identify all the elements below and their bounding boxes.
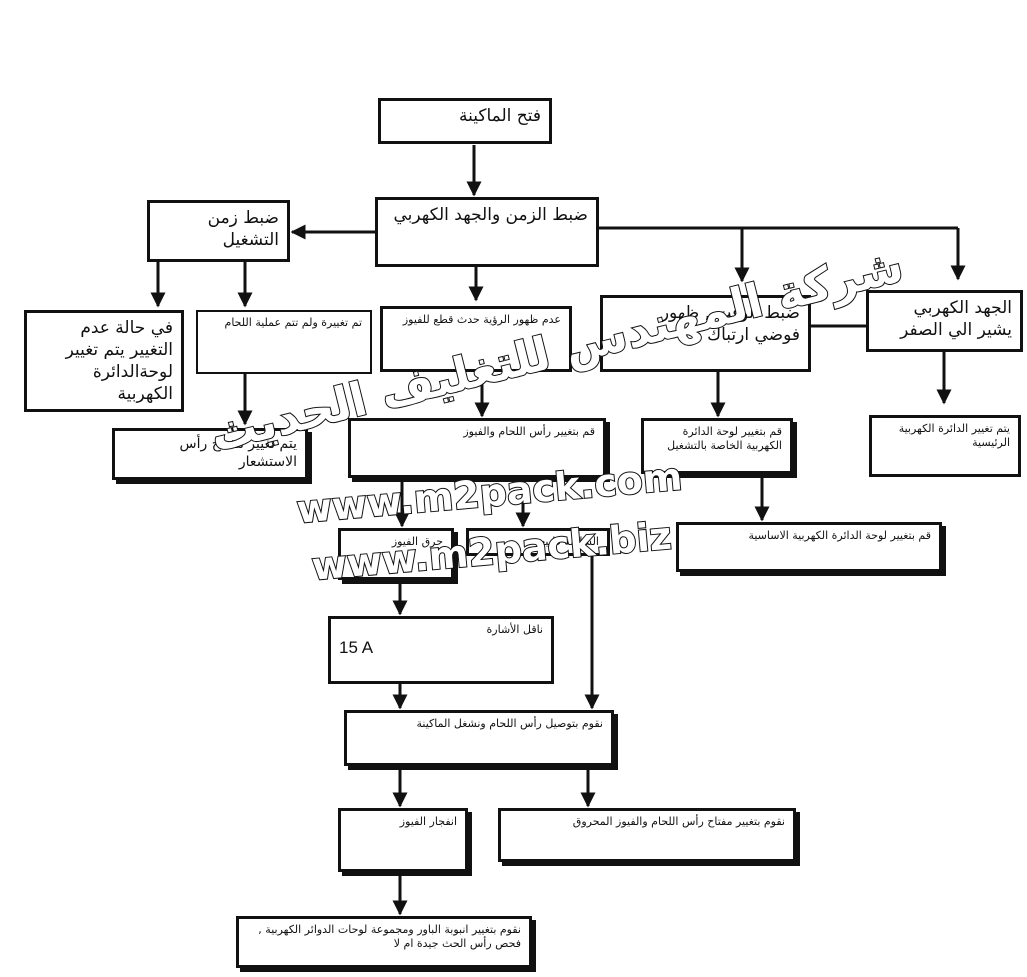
box-fuse-explosion-text: انفجار الفيوز: [399, 815, 457, 828]
box-change-burnt: نقوم بتغيير مفتاح رأس اللحام والفيوز الم…: [498, 808, 796, 862]
box-change-sensing-switch-text: يتم تغيير مفتاح رأس الاستشعار: [179, 436, 297, 471]
box-no-vision-fuse-text: عدم ظهور الرؤية حدث قطع للفيوز: [402, 313, 561, 326]
box-no-vision-fuse: عدم ظهور الرؤية حدث قطع للفيوز: [380, 306, 572, 372]
box-change-operating-board: قم بتغيير لوحة الدائرة الكهربية الخاصة ب…: [641, 418, 793, 474]
box-changed-no-welding: تم تغييرة ولم تتم عملية اللحام: [196, 310, 372, 374]
box-time-setting-chaos: ضبط الوقت , ظهور فوضي ارتباك: [600, 295, 811, 372]
box-if-no-change-text: في حالة عدم التغيير يتم تغيير لوحةالدائر…: [65, 318, 173, 405]
box-change-power-tube-text: نقوم بتغيير انبوبة الباور ومجموعة لوحات …: [258, 923, 521, 951]
box-change-basic-board-text: قم بتغيير لوحة الدائرة الكهربية الاساسية: [748, 529, 931, 542]
box-set-time-voltage: ضبط الزمن والجهد الكهربي: [375, 197, 599, 267]
box-set-time-voltage-text: ضبط الزمن والجهد الكهربي: [393, 205, 589, 225]
box-change-power-tube: نقوم بتغيير انبوبة الباور ومجموعة لوحات …: [236, 916, 532, 968]
box-screen-normal-text: الشاشة طبيعية: [530, 535, 599, 548]
signal-value: 15 A: [339, 638, 374, 658]
box-signal-transmitter-text: ناقل الأشارة: [486, 623, 543, 636]
box-set-operating-time: ضبط زمن التشغيل: [147, 200, 290, 262]
box-change-basic-board: قم بتغيير لوحة الدائرة الكهربية الاساسية: [676, 522, 942, 572]
box-change-welding-head-text: قم بتغيير رأس اللحام والفيوز: [463, 425, 595, 438]
box-voltage-zero: الجهد الكهربي يشير الي الصفر: [866, 290, 1023, 352]
box-if-no-change: في حالة عدم التغيير يتم تغيير لوحةالدائر…: [24, 310, 184, 412]
box-open-machine-text: فتح الماكينة: [458, 106, 541, 126]
box-fuse-burn-text: حرق الفيوز: [391, 535, 443, 548]
box-fuse-explosion: انفجار الفيوز: [338, 808, 468, 872]
box-open-machine: فتح الماكينة: [378, 98, 552, 144]
box-change-main-circuit: يتم تغيير الدائرة الكهربية الرئيسية: [869, 415, 1021, 477]
box-change-main-circuit-text: يتم تغيير الدائرة الكهربية الرئيسية: [898, 422, 1010, 450]
box-connect-head-text: نقوم بتوصيل رأس اللحام ونشغل الماكينة: [416, 717, 603, 730]
box-set-operating-time-text: ضبط زمن التشغيل: [207, 208, 279, 251]
box-time-setting-chaos-text: ضبط الوقت , ظهور فوضي ارتباك: [660, 303, 800, 346]
box-changed-no-welding-text: تم تغييرة ولم تتم عملية اللحام: [224, 316, 362, 329]
box-voltage-zero-text: الجهد الكهربي يشير الي الصفر: [900, 298, 1012, 341]
box-change-welding-head: قم بتغيير رأس اللحام والفيوز: [348, 418, 606, 478]
box-screen-normal: الشاشة طبيعية: [466, 528, 610, 556]
box-connect-head: نقوم بتوصيل رأس اللحام ونشغل الماكينة: [344, 710, 614, 766]
box-change-sensing-switch: يتم تغيير مفتاح رأس الاستشعار: [112, 428, 308, 480]
box-fuse-burn: حرق الفيوز: [338, 528, 454, 580]
box-change-operating-board-text: قم بتغيير لوحة الدائرة الكهربية الخاصة ب…: [667, 425, 782, 453]
box-signal-transmitter: ناقل الأشارة 15 A: [328, 616, 554, 684]
box-change-burnt-text: نقوم بتغيير مفتاح رأس اللحام والفيوز الم…: [572, 815, 785, 828]
